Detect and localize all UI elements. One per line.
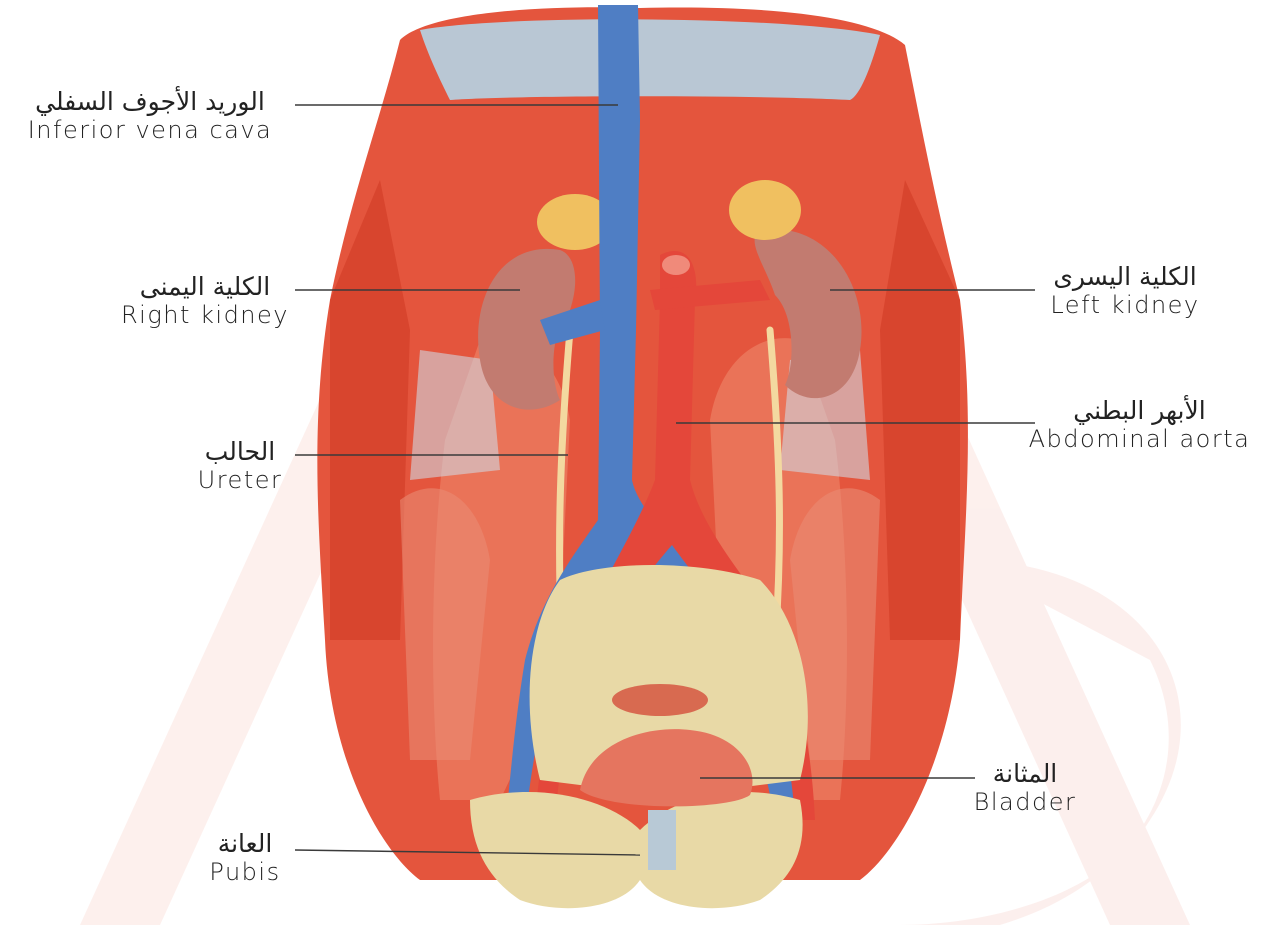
label-bladder-arabic: المثانة (965, 760, 1085, 789)
label-ivc-arabic: الوريد الأجوف السفلي (5, 88, 295, 117)
label-ureter-arabic: الحالب (180, 438, 300, 467)
label-ivc-english: Inferior vena cava (5, 117, 295, 145)
label-abdominal-aorta: الأبهر البطني Abdominal aorta (1012, 397, 1267, 453)
label-pubis-english: Pubis (190, 859, 300, 887)
label-right-kidney: الكلية اليمنى Right kidney (105, 273, 305, 329)
label-left-kidney-arabic: الكلية اليسرى (1030, 263, 1220, 292)
label-ureter: الحالب Ureter (180, 438, 300, 494)
label-pubis-arabic: العانة (190, 830, 300, 859)
label-left-kidney-english: Left kidney (1030, 292, 1220, 320)
label-left-kidney: الكلية اليسرى Left kidney (1030, 263, 1220, 319)
label-inferior-vena-cava: الوريد الأجوف السفلي Inferior vena cava (5, 88, 295, 144)
label-pubis: العانة Pubis (190, 830, 300, 886)
left-adrenal-gland (729, 180, 801, 240)
label-aorta-english: Abdominal aorta (1012, 426, 1267, 454)
label-ureter-english: Ureter (180, 467, 300, 495)
label-bladder-english: Bladder (965, 789, 1085, 817)
label-bladder: المثانة Bladder (965, 760, 1085, 816)
label-right-kidney-arabic: الكلية اليمنى (105, 273, 305, 302)
label-right-kidney-english: Right kidney (105, 302, 305, 330)
label-aorta-arabic: الأبهر البطني (1012, 397, 1267, 426)
